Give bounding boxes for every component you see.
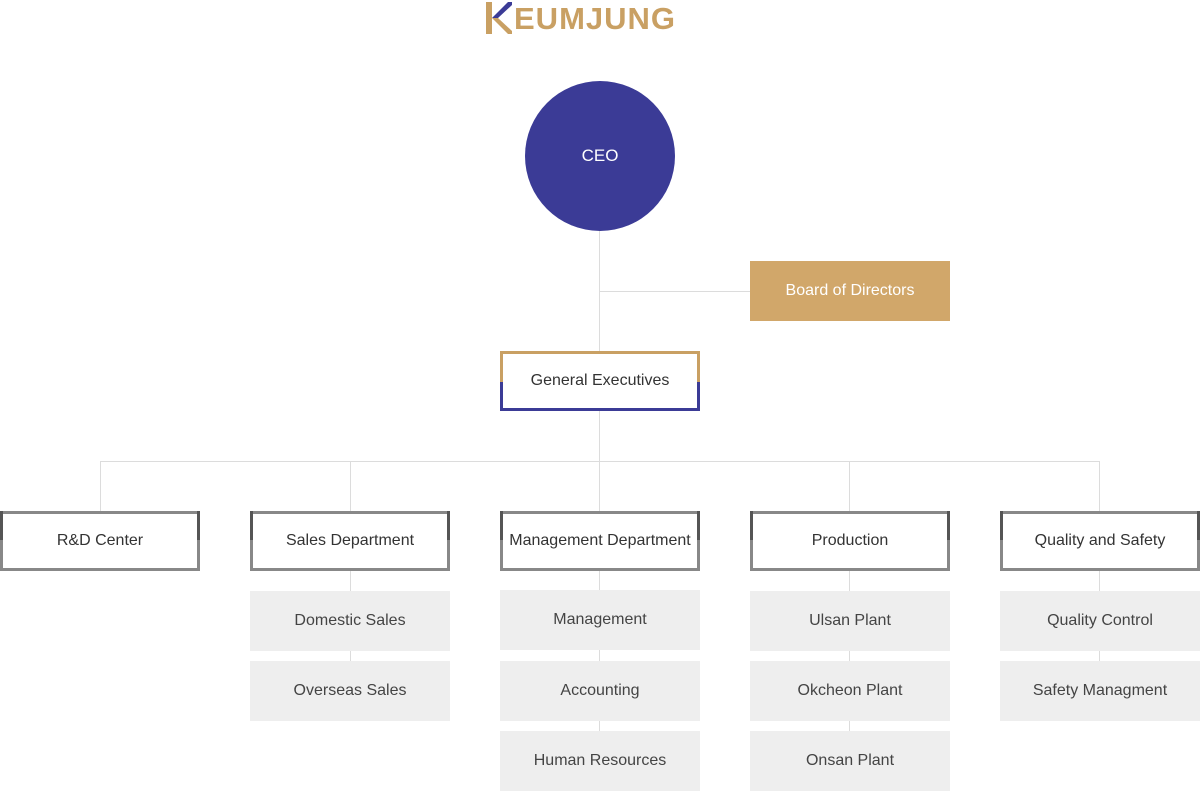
- sub-label: Safety Managment: [1032, 682, 1168, 699]
- logo-k-mark-icon: [486, 2, 512, 34]
- connector-board: [600, 291, 750, 292]
- ceo-label: CEO: [581, 146, 619, 165]
- connector-ceo-general: [599, 231, 600, 351]
- sub-management: Management: [500, 590, 700, 650]
- sub-domestic-sales: Domestic Sales: [250, 591, 450, 651]
- sub-label: Management: [553, 611, 647, 628]
- sub-human-resources: Human Resources: [500, 731, 700, 791]
- sub-label: Human Resources: [533, 752, 667, 769]
- board-label: Board of Directors: [785, 282, 915, 299]
- sub-label: Ulsan Plant: [809, 612, 891, 629]
- dept-label: Sales Department: [285, 532, 415, 549]
- sub-label: Accounting: [560, 682, 640, 699]
- sub-label: Overseas Sales: [293, 682, 407, 699]
- connector-dept-4: [849, 461, 850, 511]
- dept-label: Quality and Safety: [1034, 532, 1166, 549]
- sub-onsan-plant: Onsan Plant: [750, 731, 950, 791]
- dept-production: Production: [750, 511, 950, 571]
- sub-accounting: Accounting: [500, 661, 700, 721]
- dept-quality-safety: Quality and Safety: [1000, 511, 1200, 571]
- sub-ulsan-plant: Ulsan Plant: [750, 591, 950, 651]
- sub-quality-control: Quality Control: [1000, 591, 1200, 651]
- connector-dept-1: [100, 461, 101, 511]
- dept-sales: Sales Department: [250, 511, 450, 571]
- connector-dept-3: [599, 461, 600, 511]
- connector-dept-2: [350, 461, 351, 511]
- connector-horizontal-bus: [100, 461, 1100, 462]
- logo-text: EUMJUNG: [514, 1, 677, 36]
- board-of-directors-node: Board of Directors: [750, 261, 950, 321]
- sub-label: Domestic Sales: [294, 612, 406, 629]
- ceo-node: CEO: [525, 81, 675, 231]
- dept-label: Production: [811, 532, 889, 549]
- dept-rd-center: R&D Center: [0, 511, 200, 571]
- sub-label: Onsan Plant: [805, 752, 895, 769]
- sub-overseas-sales: Overseas Sales: [250, 661, 450, 721]
- connector-general-down: [599, 411, 600, 461]
- connector-dept-5: [1099, 461, 1100, 511]
- sub-label: Okcheon Plant: [797, 682, 903, 699]
- sub-okcheon-plant: Okcheon Plant: [750, 661, 950, 721]
- general-executives-label: General Executives: [530, 372, 670, 389]
- keumjung-logo: EUMJUNG: [486, 0, 716, 34]
- dept-management: Management Department: [500, 511, 700, 571]
- dept-label: R&D Center: [56, 532, 144, 549]
- sub-safety-managment: Safety Managment: [1000, 661, 1200, 721]
- dept-label: Management Department: [509, 532, 691, 549]
- sub-label: Quality Control: [1047, 612, 1153, 629]
- general-executives-node: General Executives: [500, 351, 700, 411]
